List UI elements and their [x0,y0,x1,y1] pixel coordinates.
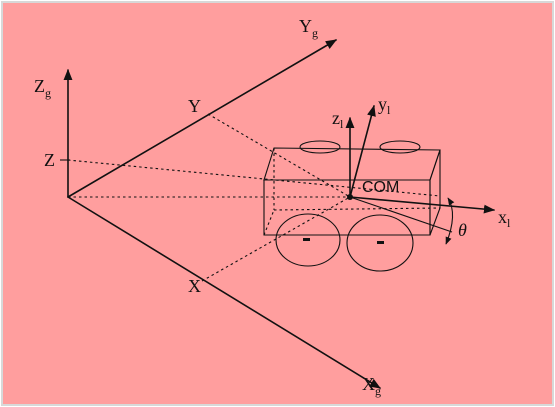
label-global-y: Yg [299,16,318,40]
heading-line [349,196,453,233]
label-y-projection: Y [188,96,201,116]
theta-arc [445,197,455,245]
label-global-z: Zg [34,76,51,100]
global-x-axis [67,196,381,389]
label-com: COM [362,179,399,196]
right-wheel-hub [377,241,384,244]
left-wheel-hub [303,238,310,241]
z-projection-line [67,159,441,197]
label-z-projection: Z [44,150,55,170]
front-left-wheel [275,213,341,267]
body-hidden-edge-3 [263,209,275,236]
global-axes [63,39,381,389]
label-theta: θ [458,220,467,240]
label-global-x: Xg [362,374,381,398]
global-y-axis [67,39,337,198]
front-wheels [275,213,414,272]
rear-wheel-top-2 [379,140,421,154]
rear-wheel-top [299,140,341,154]
front-right-wheel [346,214,414,272]
theta-indicator [349,196,455,245]
label-local-z: zl [332,108,344,131]
body-hidden-edge-2 [273,207,441,211]
label-local-y: yl [378,94,391,117]
projection-lines [60,113,441,282]
robot-body [263,140,441,236]
x-projection-line [201,196,351,282]
label-local-x: xl [498,207,511,230]
local-y-axis [349,104,376,198]
local-x-axis [349,196,496,214]
label-x-projection: X [188,276,201,296]
